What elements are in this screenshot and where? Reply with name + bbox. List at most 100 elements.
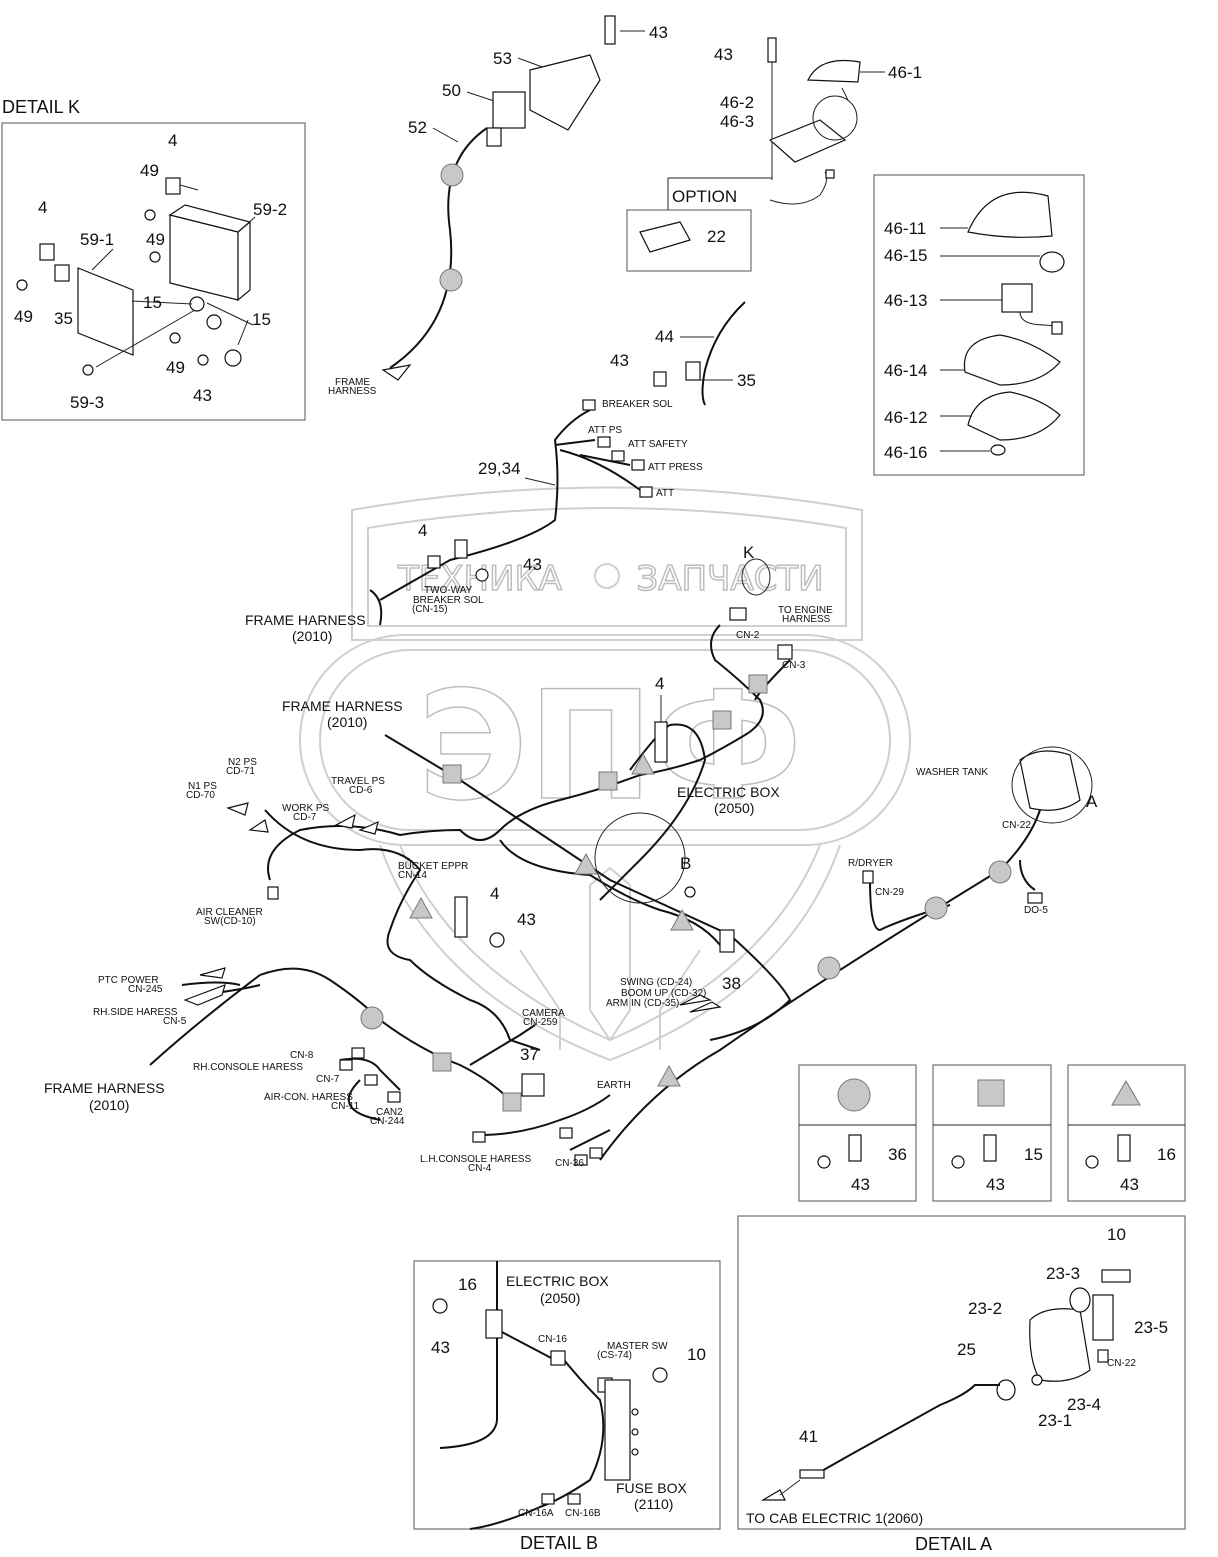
label-4: 4 [168, 131, 177, 150]
marker-circle [817, 956, 841, 980]
connector-label: CN-22 [1107, 1358, 1136, 1369]
connector-label: N1 PS [188, 781, 217, 792]
marker-circle [440, 163, 464, 187]
option-label: OPTION [672, 187, 737, 206]
detail-a-title: DETAIL A [915, 1534, 992, 1554]
connector-label: CN-259 [523, 1017, 558, 1028]
marker-square [442, 764, 462, 784]
label-harness: HARNESS [328, 386, 377, 397]
marker-square [598, 771, 618, 791]
label-35: 35 [737, 371, 756, 390]
washer-tank [1029, 1308, 1091, 1382]
work-lamp [492, 91, 526, 129]
label-23-3: 23-3 [1046, 1264, 1080, 1283]
label-59-2: 59-2 [253, 200, 287, 219]
label-37: 37 [520, 1045, 539, 1064]
bracket-plate [77, 267, 134, 356]
detail-b: 16 43 ELECTRIC BOX (2050) 10 FUSE BOX (2… [413, 1260, 721, 1553]
connector-label: CN-36 [555, 1158, 584, 1169]
marker-circle [439, 268, 463, 292]
label-35: 35 [54, 309, 73, 328]
watermark-brand-right: ЗАПЧАСТИ [636, 559, 823, 599]
connector-label: CN-14 [398, 870, 427, 881]
marker-triangle [670, 908, 694, 931]
label-49: 49 [140, 161, 159, 180]
label-46-13: 46-13 [884, 291, 927, 310]
connector-label: BUCKET EPPR [398, 861, 468, 872]
label-10: 10 [687, 1345, 706, 1364]
connector-label: L.H.CONSOLE HARESS [420, 1154, 531, 1165]
label-22: 22 [707, 227, 726, 246]
antenna-base [768, 119, 847, 163]
harness-code: (2010) [89, 1097, 129, 1113]
label-23-2: 23-2 [968, 1299, 1002, 1318]
option-box [626, 209, 752, 272]
connector-label: WASHER TANK [916, 767, 988, 778]
legend-triangle-symbol [1111, 1080, 1141, 1106]
connector-label: RH.CONSOLE HARESS [193, 1062, 303, 1073]
lamp-harness [389, 127, 488, 369]
label-23-4: 23-4 [1067, 1395, 1101, 1414]
connector-label: ATT [656, 488, 674, 499]
connector-label: (CS-74) [597, 1350, 632, 1361]
connector-label: CN-245 [128, 984, 163, 995]
connector-label: BOOM UP (CD-32) [621, 988, 706, 999]
gasket [1039, 251, 1065, 273]
clip-legend: 36 43 15 43 16 43 [798, 1064, 1186, 1202]
fuse-box-code: (2110) [634, 1496, 673, 1512]
connector-label: BREAKER SOL [413, 595, 484, 606]
connector-label: EARTH [597, 1080, 631, 1091]
marker-circle [360, 1006, 384, 1030]
legend-square-symbol [977, 1079, 1005, 1107]
electric-box-title: ELECTRIC BOX [506, 1273, 609, 1289]
connector-label: CD-7 [293, 812, 317, 823]
label-23-1: 23-1 [1038, 1411, 1072, 1430]
connector-label: CD-6 [349, 785, 373, 796]
connector-label: RH.SIDE HARESS [93, 1007, 178, 1018]
marker-triangle [409, 896, 433, 919]
label-15: 15 [252, 310, 271, 329]
label-44: 44 [655, 327, 674, 346]
label-23-5: 23-5 [1134, 1318, 1168, 1337]
connector-label: ARM IN (CD-35) [606, 998, 679, 1009]
label-46-14: 46-14 [884, 361, 927, 380]
detail-k-title: DETAIL K [2, 97, 80, 117]
fuse-box-title: FUSE BOX [616, 1480, 687, 1496]
legend-clip-36: 36 [888, 1145, 907, 1164]
gear-icon [594, 563, 620, 589]
label-4: 4 [655, 674, 664, 693]
marker-square [432, 1052, 452, 1072]
label-46-3: 46-3 [720, 112, 754, 131]
label-4: 4 [418, 521, 427, 540]
label-43: 43 [610, 351, 629, 370]
connector-label: ATT PS [588, 425, 622, 436]
connector-label: DO-5 [1024, 905, 1048, 916]
antenna-plate [967, 391, 1061, 441]
connector-label: ATT SAFETY [628, 439, 688, 450]
label-53: 53 [493, 49, 512, 68]
detail-k-ring [741, 558, 771, 596]
to-cab-electric-label: TO CAB ELECTRIC 1(2060) [746, 1510, 923, 1526]
label-4: 4 [38, 198, 47, 217]
connector-label: ATT PRESS [648, 462, 703, 473]
antenna-dome [967, 191, 1053, 238]
legend-bolt-43: 43 [986, 1175, 1005, 1194]
label-46-16: 46-16 [884, 443, 927, 462]
connector-label: R/DRYER [848, 858, 893, 869]
marker-triangle [631, 752, 655, 775]
label-43: 43 [714, 45, 733, 64]
label-43: 43 [431, 1338, 450, 1357]
label-46-2: 46-2 [720, 93, 754, 112]
marker-square [748, 674, 768, 694]
connector-label: CN-29 [875, 887, 904, 898]
label-59-1: 59-1 [80, 230, 114, 249]
connector-label: AIR-CON. HARESS [264, 1092, 353, 1103]
connector-label: CAMERA [522, 1008, 565, 1019]
connector-label: CN-7 [316, 1074, 340, 1085]
connector-label: CN-5 [163, 1016, 187, 1027]
lamp-guard [529, 54, 601, 131]
label-43: 43 [193, 386, 212, 405]
detail-b-circle [594, 812, 686, 904]
detail-a: 10 23-3 23-2 23-5 25 23-4 23-1 41 CN-22 … [737, 1215, 1186, 1554]
